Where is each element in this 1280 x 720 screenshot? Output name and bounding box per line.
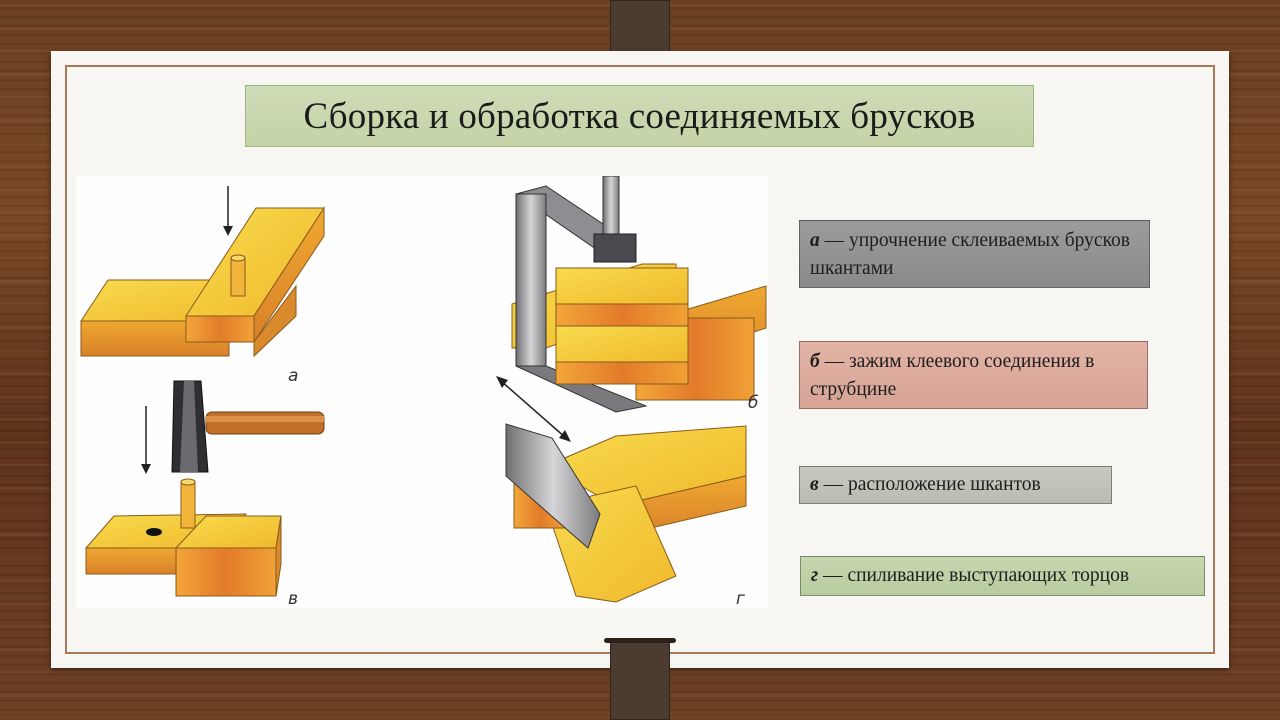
figure-label-v: в [288, 589, 298, 608]
figure-label-a: а [288, 366, 298, 386]
figure-b: б [511, 175, 767, 413]
joinery-illustration: а в [76, 175, 768, 609]
caption-b-text: — зажим клеевого соединения в струбцине [810, 351, 1095, 400]
figure-label-g: г [736, 589, 745, 608]
figure-label-b: б [748, 393, 758, 413]
caption-v: в — расположение шкантов [799, 466, 1112, 504]
caption-b-letter: б [810, 351, 820, 372]
caption-a: а — упрочнение склеиваемых брусков шкант… [799, 220, 1150, 288]
figure-g: г [496, 376, 747, 609]
caption-g: г — спиливание выступающих торцов [800, 556, 1205, 596]
caption-b: б — зажим клеевого соединения в струбцин… [799, 341, 1148, 409]
bottom-strap-rod [604, 638, 676, 643]
bottom-strap [610, 642, 670, 720]
caption-a-text: — упрочнение склеиваемых брусков шкантам… [810, 230, 1131, 279]
caption-v-text: — расположение шкантов [818, 474, 1041, 495]
caption-a-letter: а [810, 230, 820, 251]
slide-title: Сборка и обработка соединяемых брусков [245, 85, 1034, 147]
caption-v-letter: в [810, 474, 819, 495]
joinery-svg: а в [80, 175, 767, 609]
caption-g-text: — спиливание выступающих торцов [818, 565, 1130, 586]
figure-a: а [80, 186, 325, 386]
caption-g-letter: г [811, 565, 819, 586]
figure-v: в [84, 380, 325, 609]
